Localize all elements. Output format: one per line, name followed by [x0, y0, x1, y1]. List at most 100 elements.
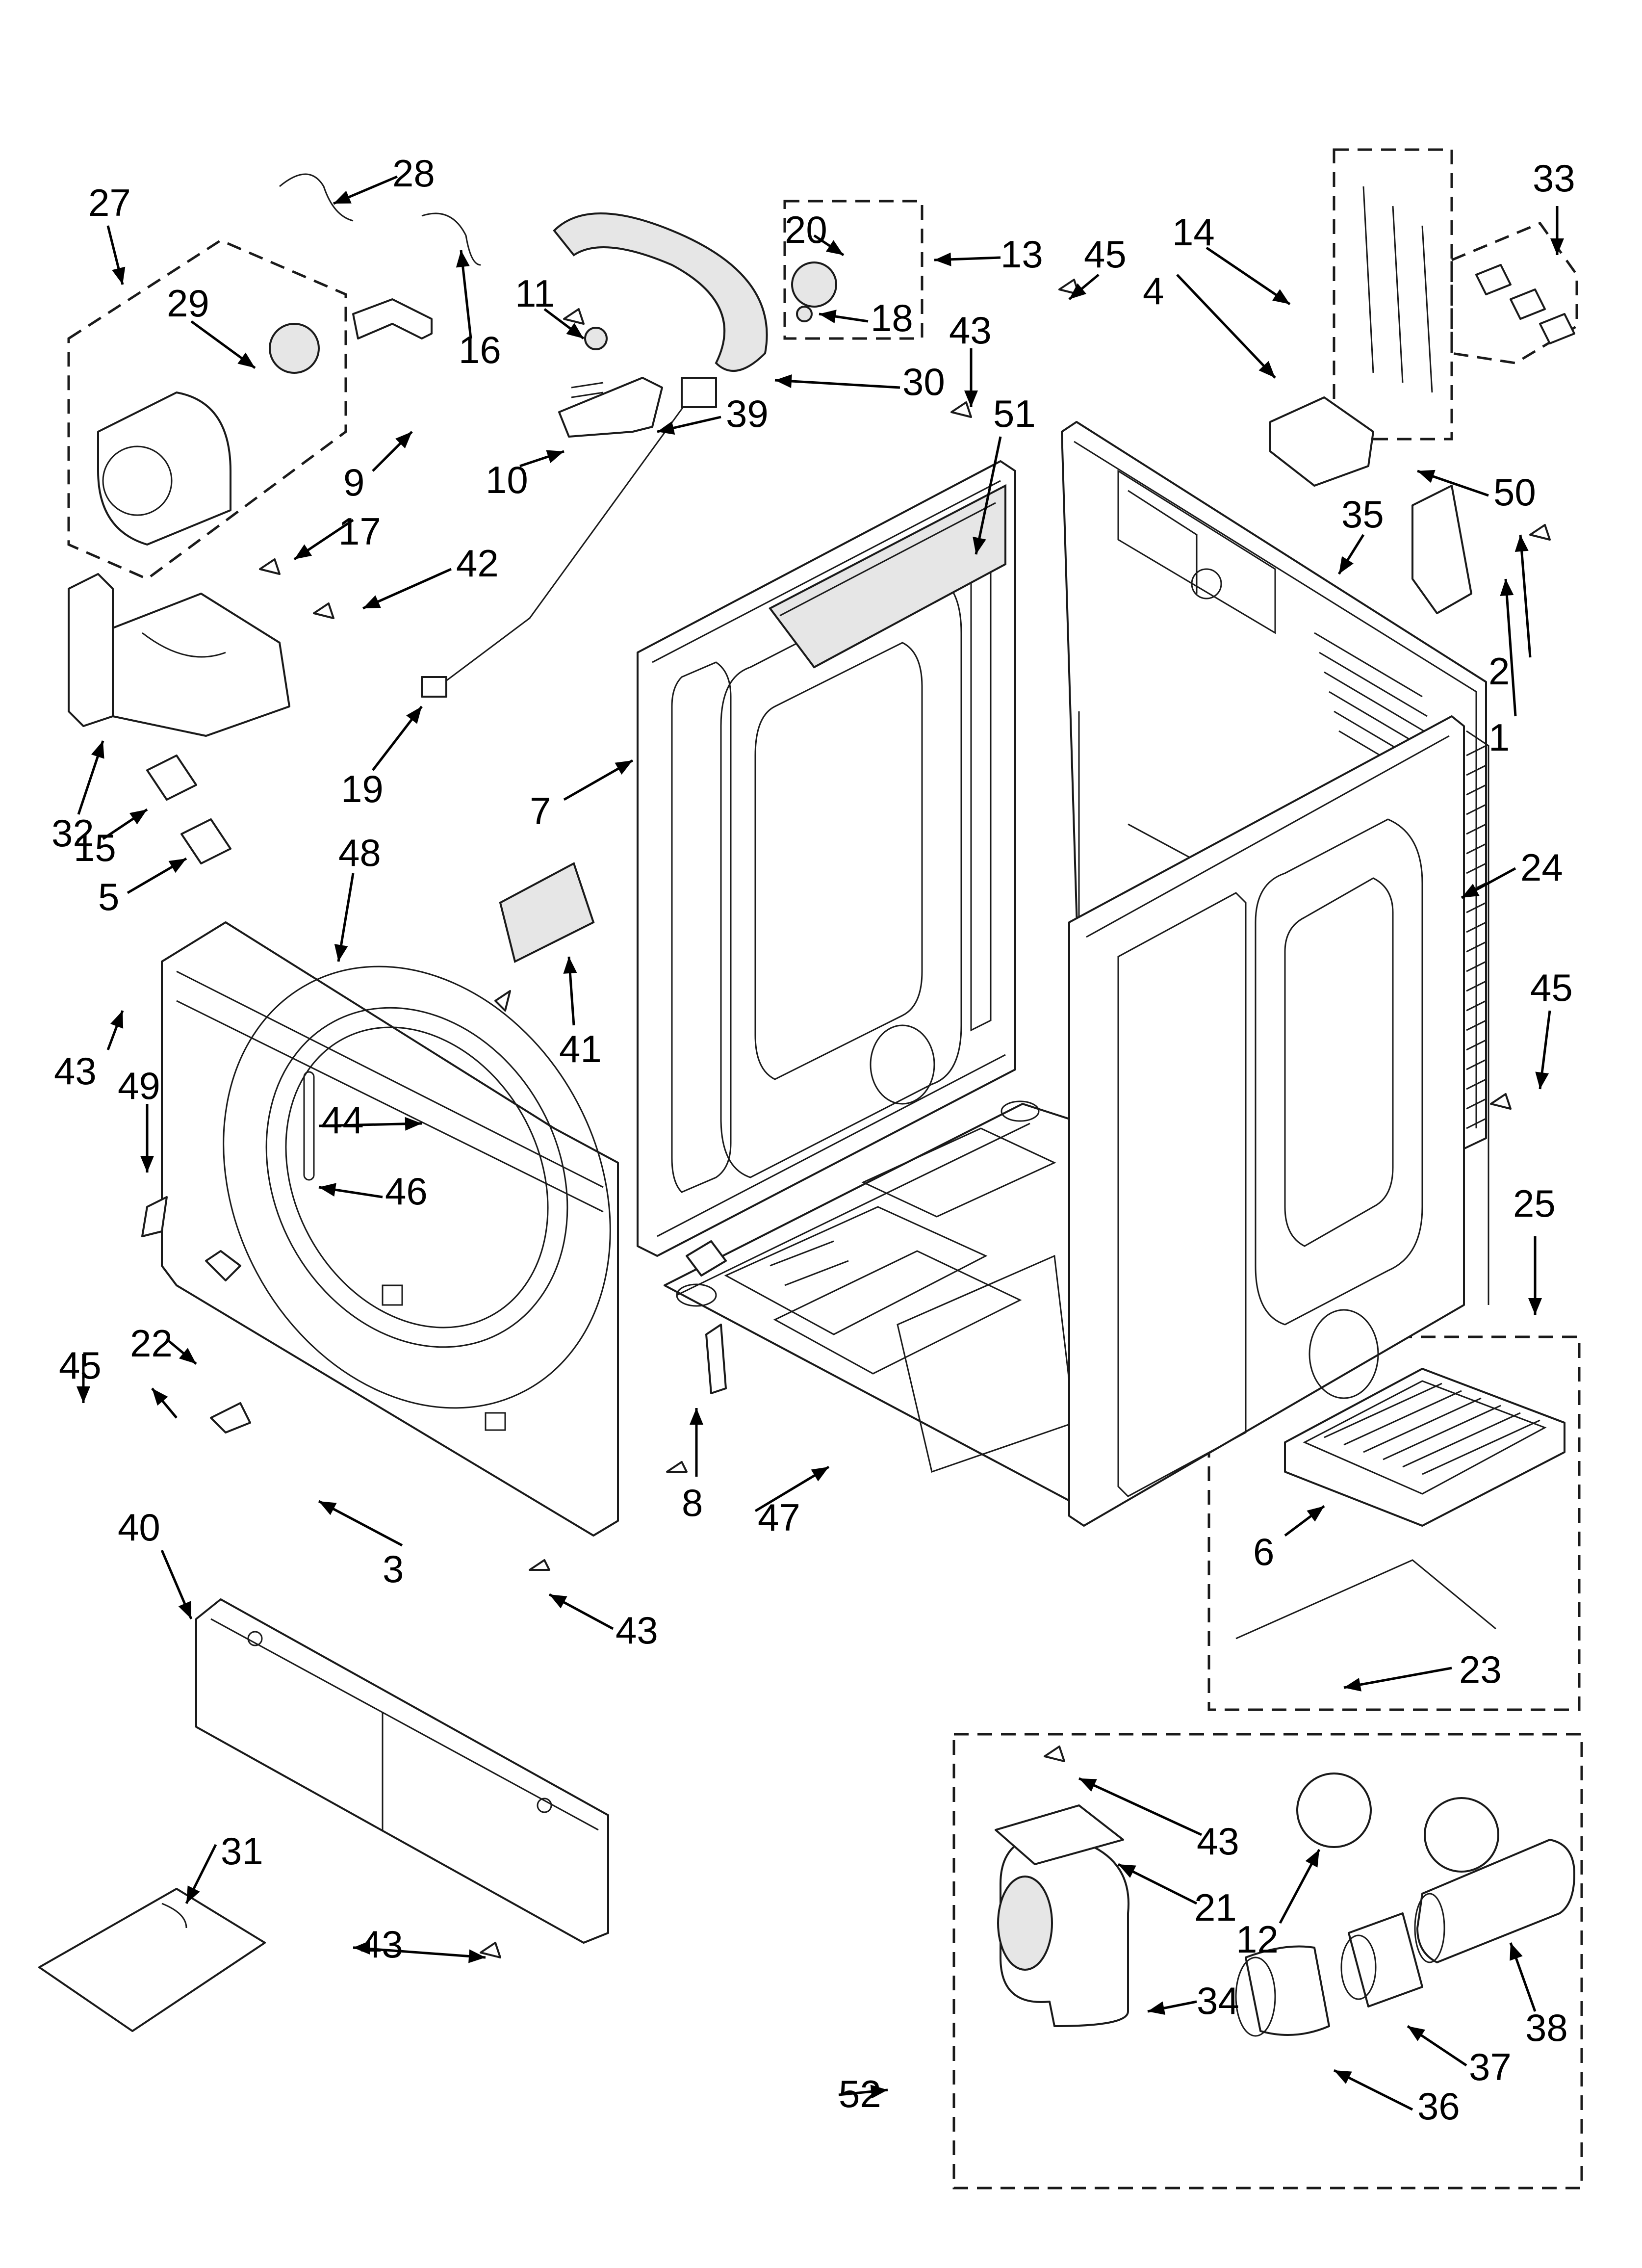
- callout-21: 21: [1194, 1886, 1237, 1929]
- callout-45-left: 45: [59, 1344, 102, 1387]
- leader-arrowhead: [110, 1011, 124, 1029]
- idler-pulley-group-box: [783, 200, 924, 340]
- leader-arrowhead: [1305, 1850, 1319, 1868]
- front-panel-part: [161, 921, 619, 1537]
- leader-arrowhead: [1148, 2001, 1166, 2015]
- leader-line: [1504, 578, 1517, 717]
- leader-arrowhead: [1307, 1506, 1324, 1522]
- leader-arrowhead: [186, 1885, 200, 1903]
- leader-arrowhead: [1514, 535, 1529, 552]
- leader-arrowhead: [179, 1348, 196, 1364]
- leader-line: [1519, 534, 1532, 658]
- callout-46: 46: [385, 1170, 428, 1213]
- callout-48: 48: [338, 831, 381, 874]
- leader-line: [353, 1946, 486, 1959]
- callout-30: 30: [902, 360, 945, 403]
- leader-arrowhead: [353, 1941, 370, 1955]
- leader-lines: [77, 175, 1564, 2111]
- callout-49: 49: [118, 1064, 160, 1107]
- leader-arrowhead: [1528, 1298, 1542, 1315]
- leader-arrowhead: [319, 1501, 337, 1515]
- callout-9: 9: [343, 461, 364, 504]
- callout-18: 18: [871, 296, 913, 339]
- leader-arrowhead: [1339, 556, 1354, 574]
- leader-arrowhead: [563, 957, 577, 974]
- callout-34: 34: [1197, 1979, 1239, 2022]
- leader-line: [1078, 1777, 1203, 1836]
- leader-arrowhead: [657, 421, 675, 435]
- leader-arrowhead: [140, 1156, 154, 1173]
- leader-arrowhead: [1462, 884, 1480, 898]
- callout-43-top: 43: [949, 309, 992, 352]
- callout-43-left: 43: [54, 1049, 97, 1093]
- leader-arrowhead: [1510, 1943, 1523, 1961]
- callout-20: 20: [785, 208, 827, 251]
- motor-mount-part: [68, 573, 290, 737]
- leader-line: [318, 1122, 422, 1127]
- leader-arrowhead: [237, 352, 255, 368]
- leader-arrowhead: [1334, 2070, 1352, 2084]
- leader-arrowhead: [1344, 1678, 1361, 1692]
- vent-kit-parts: [995, 1773, 1575, 2037]
- callout-37: 37: [1469, 2045, 1512, 2088]
- callout-31: 31: [221, 1829, 263, 1873]
- wire-harness-parts: [279, 173, 717, 698]
- leader-arrowhead: [690, 1408, 703, 1425]
- callout-15: 15: [74, 826, 116, 869]
- callout-52: 52: [839, 2072, 881, 2115]
- leader-arrowhead: [615, 760, 633, 775]
- leader-arrowhead: [334, 944, 348, 962]
- motor-assembly-parts: [97, 298, 433, 546]
- leader-line: [1343, 1667, 1452, 1689]
- callout-4: 4: [1143, 269, 1164, 313]
- callout-40: 40: [118, 1506, 160, 1549]
- connector-group-box: [1450, 221, 1578, 365]
- belt-and-idler-parts: [553, 212, 837, 438]
- leader-arrowhead: [870, 2085, 888, 2099]
- leader-arrowhead: [549, 1594, 567, 1609]
- leader-arrowhead: [819, 310, 837, 323]
- callout-29: 29: [167, 282, 209, 325]
- callout-28: 28: [392, 152, 435, 195]
- leader-arrowhead: [1272, 289, 1290, 304]
- callout-17: 17: [338, 510, 381, 553]
- leader-arrowhead: [775, 374, 792, 388]
- callout-5: 5: [98, 875, 119, 918]
- leader-arrowhead: [406, 706, 422, 724]
- toe-panel-part: [195, 1598, 609, 1944]
- top-bracket-part: [768, 484, 1006, 669]
- terminal-block-parts: [1269, 186, 1575, 614]
- callout-13: 13: [1001, 233, 1043, 276]
- leader-arrowhead: [1079, 1778, 1097, 1792]
- leader-arrowhead: [825, 240, 844, 255]
- callout-33: 33: [1533, 156, 1575, 200]
- group-boxes: [67, 148, 1583, 2190]
- panel-insert-part: [38, 1888, 266, 2032]
- leader-arrowhead: [964, 391, 978, 407]
- leader-arrowhead: [319, 1183, 336, 1197]
- leader-arrowhead: [405, 1117, 422, 1131]
- callout-25: 25: [1513, 1182, 1556, 1225]
- callout-19: 19: [341, 767, 384, 810]
- left-side-panel-part: [637, 460, 1016, 1257]
- callout-12: 12: [1236, 1918, 1279, 1961]
- callout-39: 39: [726, 392, 769, 435]
- leader-arrowhead: [395, 432, 412, 448]
- hardware-parts: [141, 279, 1551, 1958]
- leader-arrowhead: [294, 544, 312, 559]
- leader-arrowhead: [1408, 2026, 1426, 2041]
- leader-arrowhead: [1535, 1071, 1549, 1089]
- leader-arrowhead: [811, 1467, 829, 1482]
- callout-2: 2: [1488, 650, 1510, 693]
- leader-arrowhead: [363, 595, 381, 608]
- lint-screen-part: [1235, 1368, 1565, 1640]
- callout-43-front-bottom: 43: [616, 1609, 658, 1652]
- leader-line: [1176, 274, 1276, 379]
- leader-arrowhead: [112, 266, 126, 285]
- leader-arrowhead: [934, 252, 951, 266]
- leader-arrowhead: [129, 809, 147, 825]
- leader-arrowhead: [152, 1388, 168, 1406]
- callout-23: 23: [1459, 1648, 1502, 1691]
- leader-arrowhead: [1258, 361, 1275, 378]
